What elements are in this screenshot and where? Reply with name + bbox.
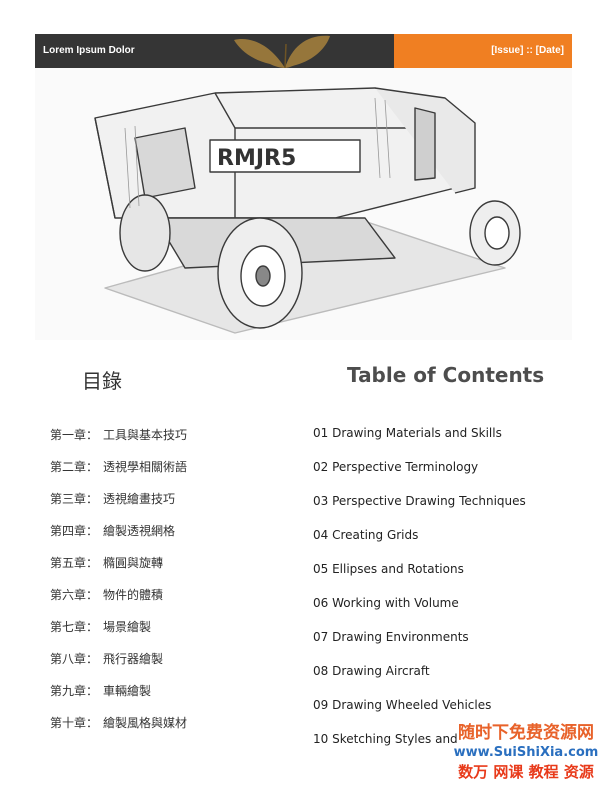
toc-cn-item: 第七章： 場景繪製	[50, 618, 187, 650]
toc-cn-item: 第八章： 飛行器繪製	[50, 650, 187, 682]
toc-en-item: 05 Ellipses and Rotations	[313, 562, 464, 576]
toc-en-item: 10 Sketching Styles and	[313, 732, 458, 746]
chapter-number: 第四章：	[50, 524, 99, 538]
toc-title-english: Table of Contents	[347, 363, 545, 387]
chapter-title: 場景繪製	[103, 620, 152, 634]
chapter-number: 第六章：	[50, 588, 99, 602]
chapter-number: 第九章：	[50, 684, 99, 698]
toc-cn-item: 第九章： 車輛繪製	[50, 682, 187, 714]
toc-en-item: 07 Drawing Environments	[313, 630, 469, 644]
watermark: 随时下免费资源网 www.SuiShiXia.com 数万 网课 教程 资源	[446, 722, 606, 786]
header-left-bar: Lorem Ipsum Dolor	[35, 34, 394, 68]
page-header: Lorem Ipsum Dolor [Issue] :: [Date]	[35, 34, 572, 68]
toc-cn-item: 第四章： 繪製透視網格	[50, 522, 187, 554]
vehicle-sketch-image: RMJR5	[35, 68, 572, 340]
publication-name: Lorem Ipsum Dolor	[43, 45, 135, 56]
chapter-number: 第一章：	[50, 428, 99, 442]
toc-en-item: 03 Perspective Drawing Techniques	[313, 494, 526, 508]
chapter-title: 飛行器繪製	[103, 652, 164, 666]
toc-en-item: 09 Drawing Wheeled Vehicles	[313, 698, 492, 712]
butterfly-icon	[234, 35, 330, 68]
toc-cn-item: 第五章： 橢圓與旋轉	[50, 554, 187, 586]
chapter-number: 第五章：	[50, 556, 99, 570]
vehicle-sketch-icon: RMJR5	[94, 87, 521, 334]
chapter-title: 工具與基本技巧	[103, 428, 188, 442]
toc-list-english: 01 Drawing Materials and Skills 02 Persp…	[313, 426, 526, 766]
chapter-title: 透視學相關術語	[103, 460, 188, 474]
toc-en-item: 04 Creating Grids	[313, 528, 419, 542]
chapter-number: 第三章：	[50, 492, 99, 506]
toc-cn-item: 第二章： 透視學相關術語	[50, 458, 187, 490]
watermark-line3: 数万 网课 教程 资源	[458, 763, 594, 781]
watermark-line1: 随时下免费资源网	[458, 723, 594, 743]
chapter-title: 車輛繪製	[103, 684, 152, 698]
chapter-title: 繪製透視網格	[103, 524, 176, 538]
chapter-title: 繪製風格與媒材	[103, 716, 188, 730]
toc-list-chinese: 第一章： 工具與基本技巧 第二章： 透視學相關術語 第三章： 透視繪畫技巧 第四章： 繪…	[50, 426, 187, 746]
chapter-number: 第十章：	[50, 716, 99, 730]
toc-en-item: 08 Drawing Aircraft	[313, 664, 430, 678]
toc-cn-item: 第十章： 繪製風格與媒材	[50, 714, 187, 746]
svg-text:RMJR5: RMJR5	[217, 146, 296, 171]
toc-en-item: 06 Working with Volume	[313, 596, 459, 610]
chapter-title: 透視繪畫技巧	[103, 492, 176, 506]
toc-cn-item: 第一章： 工具與基本技巧	[50, 426, 187, 458]
watermark-line2: www.SuiShiXia.com	[453, 745, 599, 760]
chapter-title: 物件的體積	[103, 588, 164, 602]
toc-en-item: 01 Drawing Materials and Skills	[313, 426, 502, 440]
toc-en-item: 02 Perspective Terminology	[313, 460, 479, 474]
header-right-bar: [Issue] :: [Date]	[394, 34, 572, 68]
chapter-number: 第二章：	[50, 460, 99, 474]
toc-title-chinese: 目錄	[82, 369, 122, 393]
issue-date: [Issue] :: [Date]	[491, 45, 564, 56]
chapter-title: 橢圓與旋轉	[103, 556, 164, 570]
chapter-number: 第七章：	[50, 620, 99, 634]
toc-cn-item: 第三章： 透視繪畫技巧	[50, 490, 187, 522]
toc-cn-item: 第六章： 物件的體積	[50, 586, 187, 618]
chapter-number: 第八章：	[50, 652, 99, 666]
